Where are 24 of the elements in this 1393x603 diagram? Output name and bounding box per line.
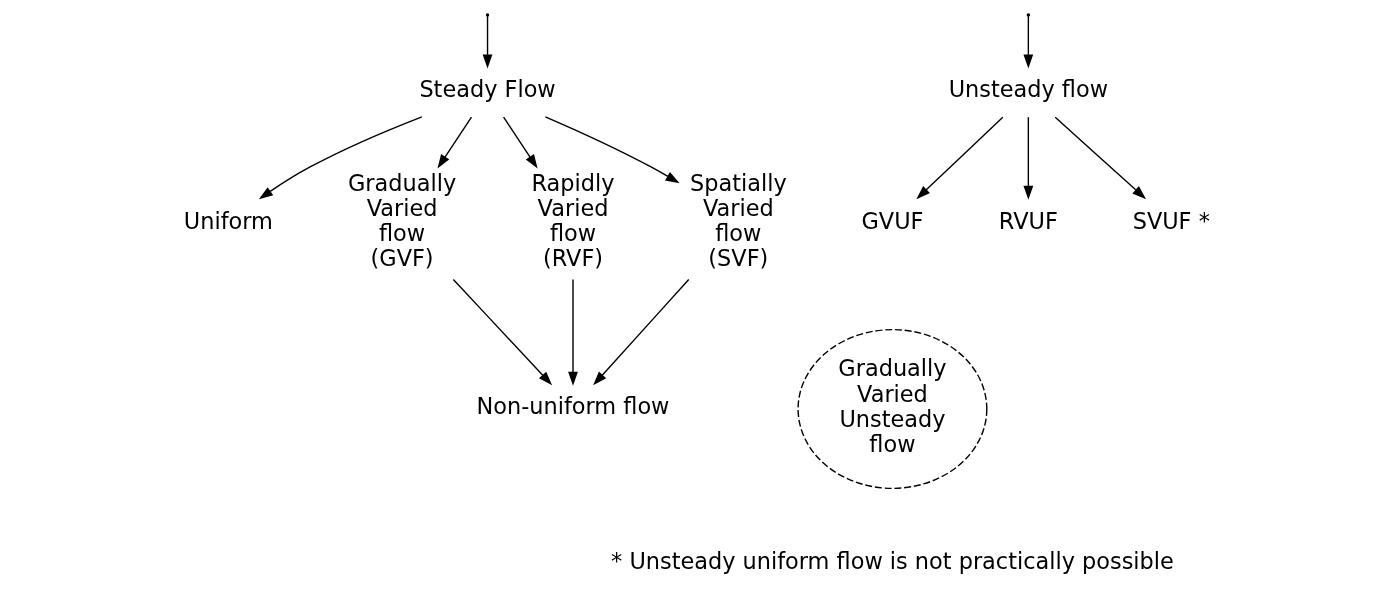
arrow: [915, 116, 1003, 200]
arrow: [436, 116, 472, 169]
node-text: SVUF *: [1132, 207, 1210, 234]
node-text: Unsteady flow: [948, 75, 1108, 102]
arrow: [452, 278, 552, 386]
node-text: Rapidly Varied flow (RVF): [531, 169, 614, 272]
node-text: RVUF: [998, 207, 1058, 234]
arrow: [482, 15, 492, 69]
node-text: Steady Flow: [418, 75, 556, 102]
node-text: Spatially Varied flow (SVF): [689, 169, 787, 272]
arrow: [1022, 15, 1033, 69]
node-text: Non-uniform flow: [476, 393, 669, 420]
node-text: Uniform: [183, 207, 273, 234]
arrow: [258, 116, 423, 200]
arrow: [592, 278, 689, 386]
arrow: [1022, 116, 1033, 200]
arrow: [502, 116, 538, 169]
arrow: [1054, 116, 1146, 200]
node-ellipse: Gradually Varied Unsteady flow: [796, 328, 987, 490]
arrow: [544, 116, 680, 184]
arrow: [567, 278, 578, 386]
node-text: GVUF: [860, 207, 923, 234]
label: * Unsteady uniform flow is not practically possible: [610, 548, 1174, 575]
node-text: Gradually Varied flow (GVF): [347, 169, 456, 272]
